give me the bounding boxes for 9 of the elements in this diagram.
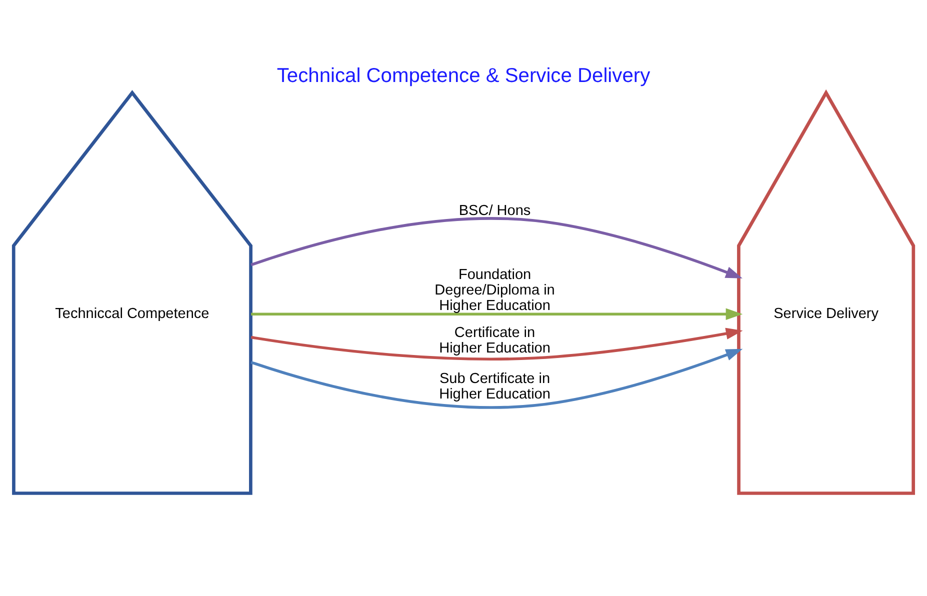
edge-label: Foundation Degree/Diploma in Higher Education: [434, 266, 555, 314]
edge-label: BSC/ Hons: [458, 202, 531, 219]
arrow: [250, 348, 743, 408]
diagram-title: Technical Competence & Service Delivery: [276, 64, 650, 87]
arrow: [251, 308, 743, 320]
edge-label: Sub Certificate in Higher Education: [439, 370, 550, 402]
arrow: [250, 216, 742, 278]
arrow: [250, 327, 743, 360]
edge-label: Certificate in Higher Education: [439, 324, 550, 356]
